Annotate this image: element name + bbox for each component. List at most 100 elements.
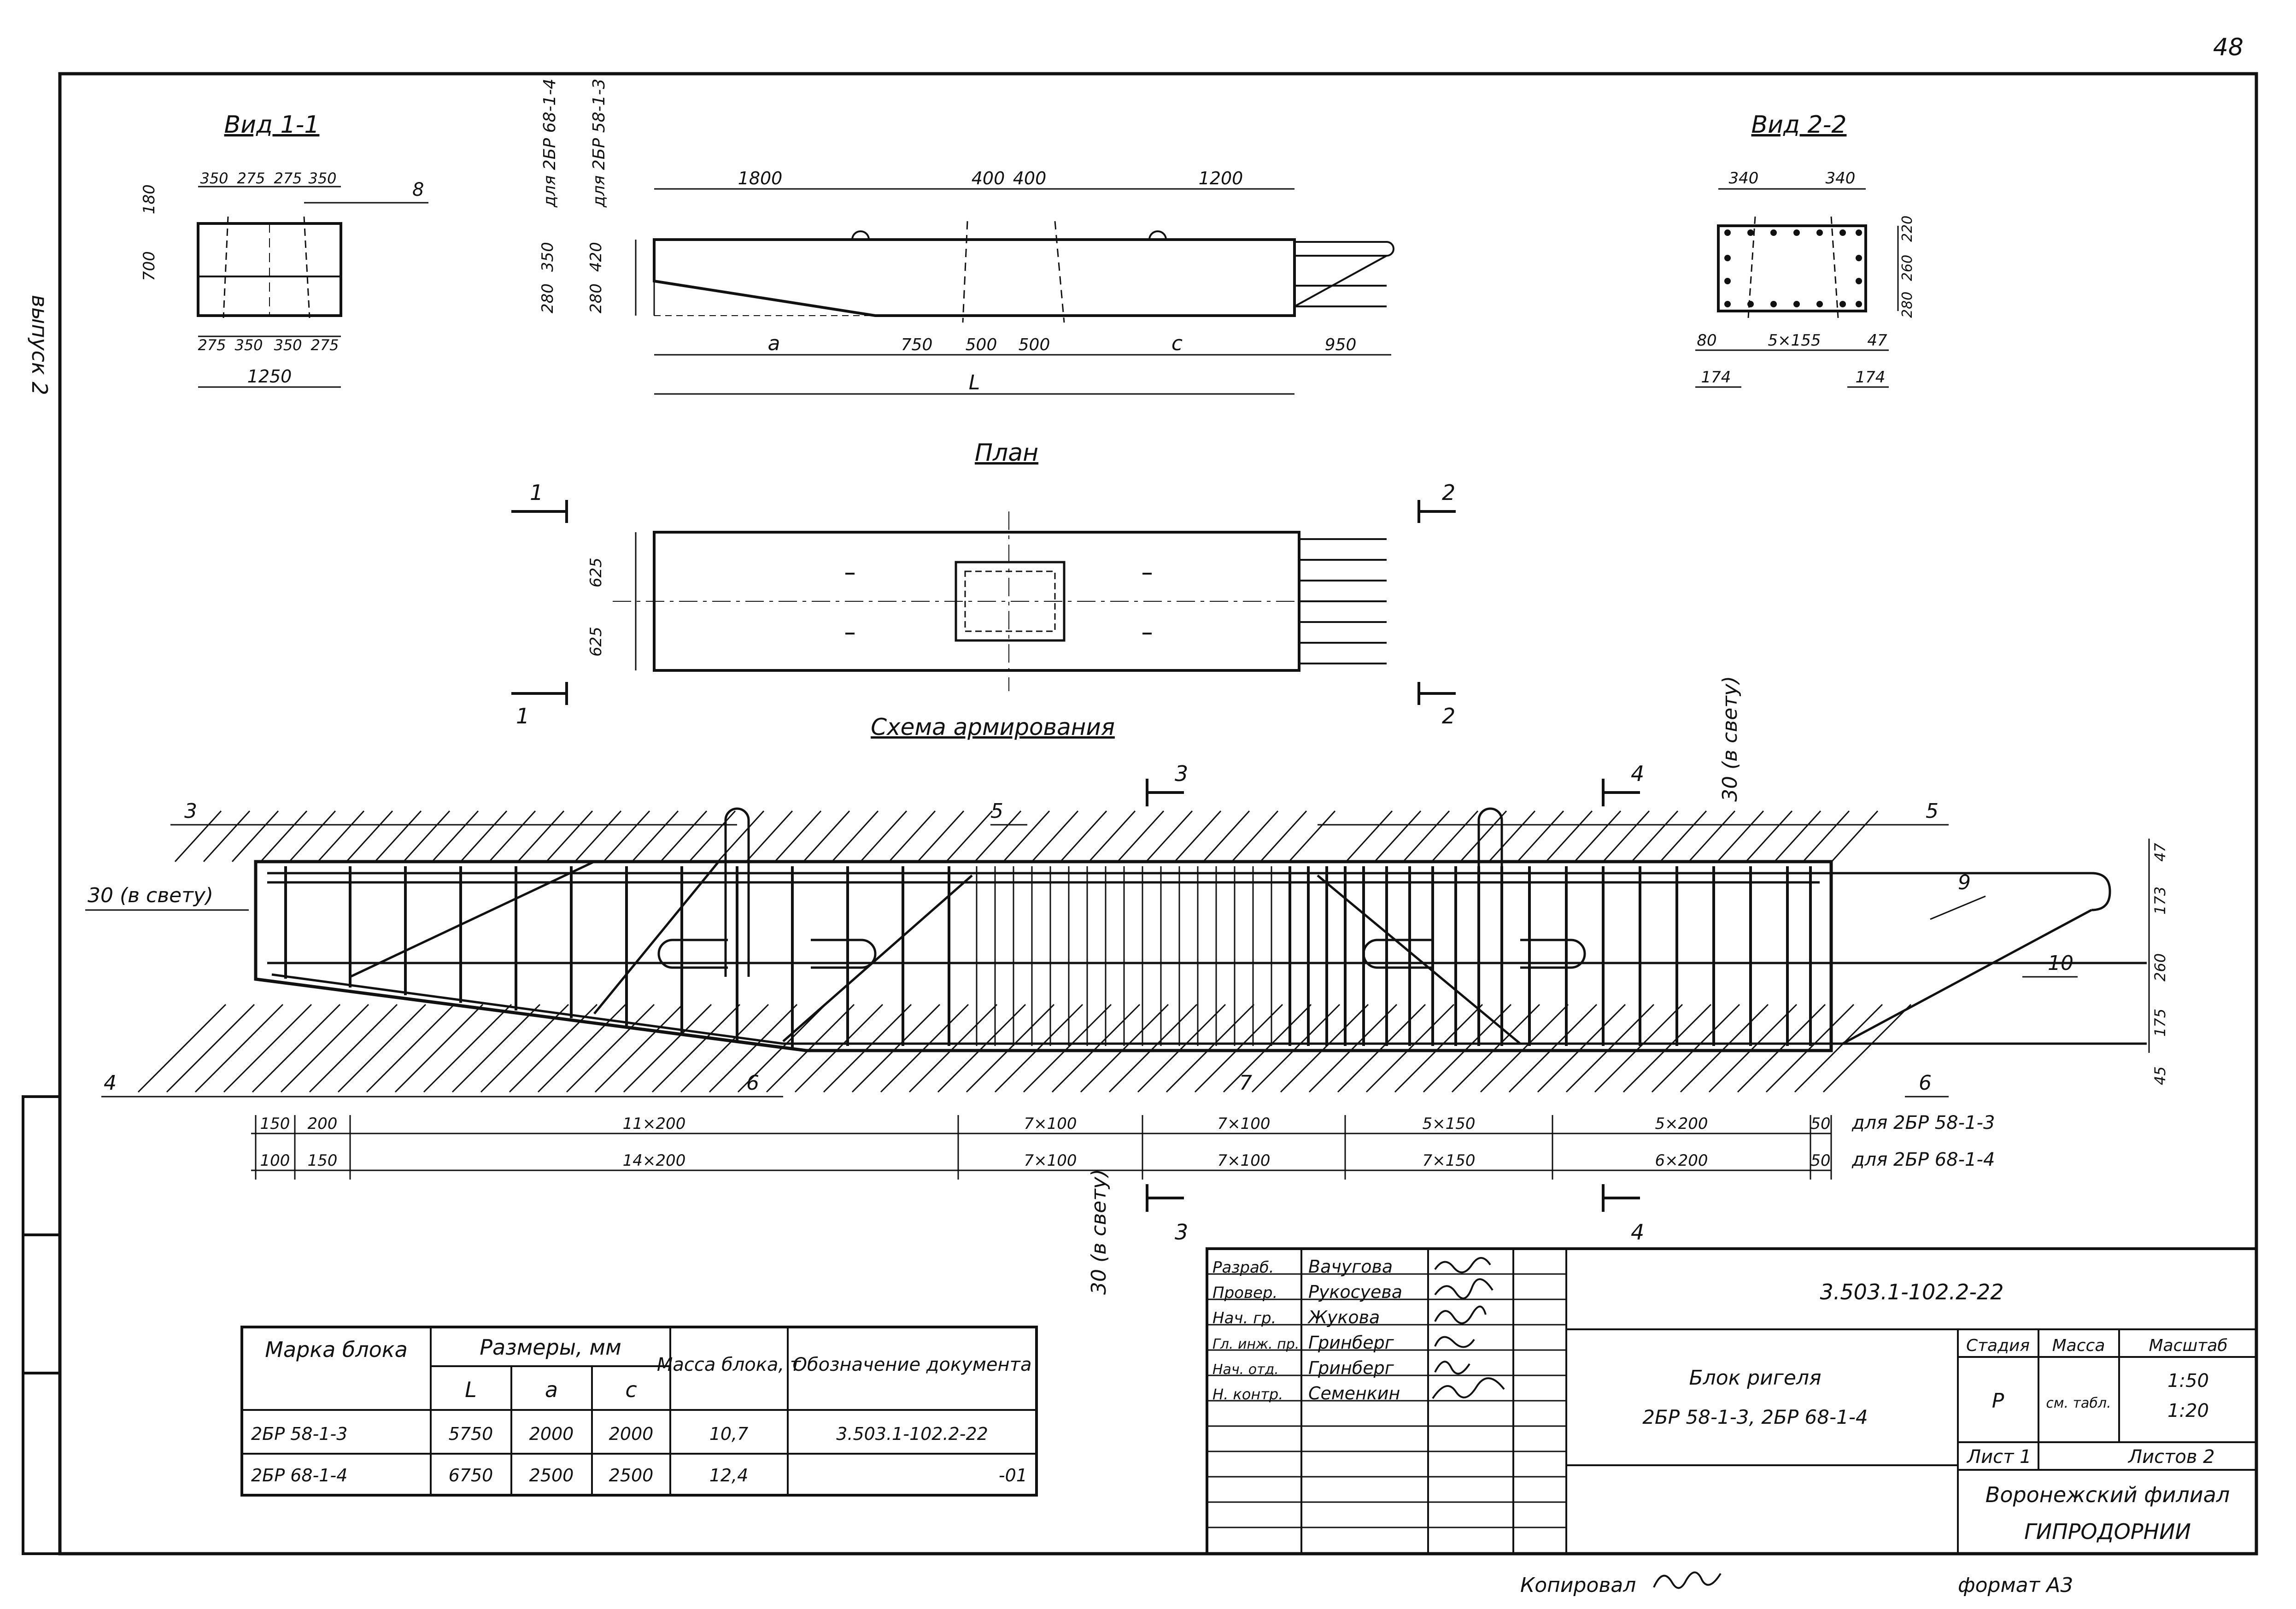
plan-title: План xyxy=(975,439,1038,467)
clear-label-top: 30 (в свету) xyxy=(1718,676,1742,802)
callout-7: 7 xyxy=(1239,1071,1252,1095)
plan-section-2-top: 2 xyxy=(1442,480,1455,505)
v22-bottom-dim-2: 5×155 xyxy=(1768,331,1821,350)
v11-dim-bottom-4: 275 xyxy=(310,336,339,354)
row2-dim-5: 7×100 xyxy=(1217,1151,1270,1170)
page-number: 48 xyxy=(2213,34,2243,61)
table-hdr-doc: Обозначение документа xyxy=(793,1354,1032,1375)
callout-9: 9 xyxy=(1958,871,1971,894)
table-row1-mass: 10,7 xyxy=(709,1424,749,1444)
clear-label-bottom: 30 (в свету) xyxy=(1087,1169,1111,1295)
callout-10: 10 xyxy=(2048,951,2073,975)
callout-6a: 6 xyxy=(746,1071,759,1095)
v22-top-dim-2: 340 xyxy=(1826,169,1856,188)
plan-left-dim-1: 625 xyxy=(587,558,605,587)
row1-dim-7: 5×200 xyxy=(1655,1115,1708,1133)
row2-dim-3: 14×200 xyxy=(623,1151,686,1170)
elev-bottom-dim-4: 500 xyxy=(1019,335,1050,354)
v11-dim-top-4: 350 xyxy=(308,170,336,187)
table-row2-mark: 2БР 68-1-4 xyxy=(251,1465,347,1486)
scheme-top-hatch xyxy=(174,810,1879,863)
scheme-title: Схема армирования xyxy=(871,714,1115,740)
elev-bottom-dim-6: 950 xyxy=(1325,335,1357,354)
view-2-2: Вид 2-2 340 340 220 260 280 80 5×155 47 … xyxy=(1695,111,1915,388)
tb-mass: см. табл. xyxy=(2046,1395,2111,1411)
v11-left-dim-2: 700 xyxy=(140,251,158,281)
elev-bottom-dim-5: c xyxy=(1171,332,1183,355)
callout-3: 3 xyxy=(184,799,197,823)
tb-name-5: Гринберг xyxy=(1308,1358,1394,1378)
table-hdr-mark: Марка блока xyxy=(265,1337,408,1362)
tb-org-2: ГИПРОДОРНИИ xyxy=(2024,1519,2191,1544)
callout-5b: 5 xyxy=(1926,799,1939,823)
scheme-bottom-hatch xyxy=(137,1004,1912,1093)
row2-dim-2: 150 xyxy=(308,1151,338,1170)
tb-role-6: Н. контр. xyxy=(1212,1386,1283,1403)
tb-mass-hdr: Масса xyxy=(2052,1336,2105,1355)
v22-bottom-dim-3: 47 xyxy=(1867,331,1887,350)
tb-stage: Р xyxy=(1992,1389,2004,1413)
v11-callout: 8 xyxy=(412,179,424,200)
row2-dim-7: 6×200 xyxy=(1655,1151,1708,1170)
v11-dim-bottom-3: 350 xyxy=(274,336,302,354)
row2-dim-8: 50 xyxy=(1810,1151,1830,1170)
elev-left-b-2: 280 xyxy=(587,283,605,313)
tb-role-5: Нач. отд. xyxy=(1212,1362,1279,1378)
plan-left-dim-2: 625 xyxy=(587,627,605,657)
row2-dim-1: 100 xyxy=(260,1151,290,1170)
elevation-view: для 2БР 68-1-4 для 2БР 58-1-3 1800 400 4… xyxy=(539,79,1394,395)
footer-copied: Копировал xyxy=(1520,1574,1636,1597)
table-row2-doc: -01 xyxy=(999,1465,1027,1486)
elev-bottom-dim-1: a xyxy=(768,332,780,355)
footer-format: формат А3 xyxy=(1958,1574,2073,1597)
table-row1-L: 5750 xyxy=(449,1424,493,1444)
scheme-right-dim-1: 47 xyxy=(2151,843,2169,862)
elev-left-b-1: 420 xyxy=(587,242,605,272)
table-hdr-sizes: Размеры, мм xyxy=(480,1335,621,1360)
row1-dim-5: 7×100 xyxy=(1217,1115,1270,1133)
tb-stage-hdr: Стадия xyxy=(1966,1336,2030,1355)
tb-role-1: Разраб. xyxy=(1212,1258,1274,1277)
spec-table: Марка блока Размеры, мм L a c Масса блок… xyxy=(240,1326,1038,1497)
plan-section-2-bottom: 2 xyxy=(1442,704,1455,728)
elev-top-dim-2: 400 xyxy=(972,168,1005,188)
scheme-right-dim-4: 175 xyxy=(2151,1009,2169,1037)
table-row1-a: 2000 xyxy=(529,1424,574,1444)
tb-role-3: Нач. гр. xyxy=(1212,1309,1276,1327)
v22-right-dim-3: 280 xyxy=(1899,292,1915,318)
elev-top-dim-4: 1200 xyxy=(1199,168,1243,188)
view-1-1-title: Вид 1-1 xyxy=(224,111,320,139)
plan-section-1-top: 1 xyxy=(530,480,543,505)
elev-label-b: для 2БР 58-1-3 xyxy=(590,79,609,208)
scheme-stirrups xyxy=(284,866,1812,1049)
row2-dim-4: 7×100 xyxy=(1024,1151,1077,1170)
elev-left-a-1: 350 xyxy=(539,242,557,272)
callout-6b: 6 xyxy=(1919,1071,1932,1095)
tb-name-3: Жукова xyxy=(1307,1307,1380,1327)
v22-bottom-dim-1: 80 xyxy=(1697,331,1716,350)
table-hdr-L: L xyxy=(465,1377,477,1402)
plan-section-1-bottom: 1 xyxy=(516,704,529,728)
v22-right-dim-1: 220 xyxy=(1899,216,1915,242)
row2-dim-6: 7×150 xyxy=(1422,1151,1475,1170)
row1-dim-3: 11×200 xyxy=(623,1115,686,1133)
tb-name-line-1: Блок ригеля xyxy=(1689,1366,1821,1390)
elev-total: L xyxy=(969,371,980,394)
v11-dim-bottom-1: 275 xyxy=(198,336,226,354)
table-row1-doc: 3.503.1-102.2-22 xyxy=(836,1424,988,1444)
section-mark-4-bottom: 4 xyxy=(1631,1220,1644,1245)
tb-sheet: Лист 1 xyxy=(1966,1446,2032,1468)
table-hdr-mass: Масса блока, т xyxy=(657,1354,802,1375)
section-mark-3-top: 3 xyxy=(1175,761,1188,786)
row1-dim-1: 150 xyxy=(260,1115,290,1133)
callout-4: 4 xyxy=(104,1071,117,1095)
elev-bottom-dim-3: 500 xyxy=(966,335,997,354)
v11-total: 1250 xyxy=(247,366,292,387)
row2-label: для 2БР 68-1-4 xyxy=(1851,1149,1995,1170)
row1-label: для 2БР 58-1-3 xyxy=(1851,1112,1995,1133)
drawing-frame xyxy=(58,72,2258,1556)
copier-signature xyxy=(1653,1571,1722,1589)
scheme-right-dim-3: 260 xyxy=(2151,953,2169,981)
plan-view: План 625 625 1 1 2 2 xyxy=(511,439,1456,728)
